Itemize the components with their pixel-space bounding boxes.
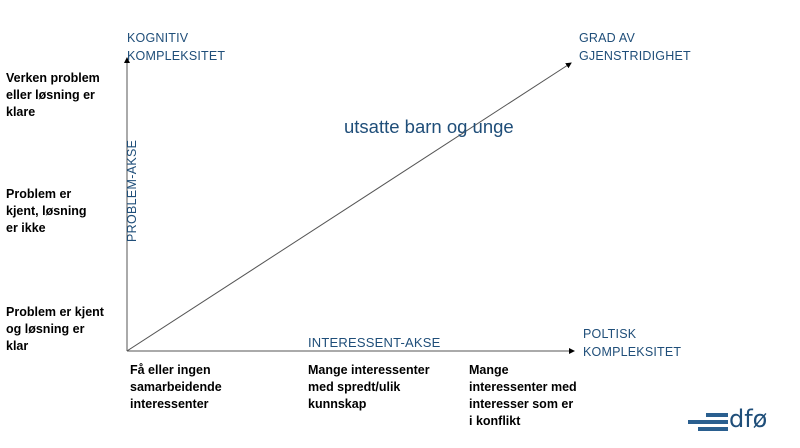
x-level-line: med spredt/ulik	[308, 380, 401, 394]
diagonal-axis-line	[126, 62, 572, 352]
y-axis-top-label: KOGNITIV KOMPLEKSITET	[127, 29, 225, 65]
y-level-line: eller løsning er	[6, 88, 95, 102]
y-axis-top-label-line: KOMPLEKSITET	[127, 49, 226, 63]
y-level-line: Verken problem	[6, 71, 100, 85]
logo-text: dfø	[729, 405, 768, 433]
y-level-line: Problem er	[6, 187, 72, 201]
x-level-line: Mange interessenter	[308, 363, 430, 377]
x-level-line: Få eller ingen	[130, 363, 211, 377]
diagonal-axis-label-line: GJENSTRIDIGHET	[579, 49, 691, 63]
diagonal-axis-label-line: GRAD AV	[579, 31, 636, 45]
logo-bars-icon	[688, 413, 728, 433]
x-level-mid: Mange interessenter med spredt/ulik kunn…	[308, 362, 430, 413]
interessent-axis-name: INTERESSENT-AKSE	[308, 335, 441, 350]
x-axis-right-label-line: KOMPLEKSITET	[583, 345, 682, 359]
diagonal-axis-label: GRAD AV GJENSTRIDIGHET	[579, 29, 691, 65]
x-level-line: interessenter	[130, 397, 209, 411]
x-level-line: samarbeidende	[130, 380, 222, 394]
y-level-line: klar	[6, 339, 29, 353]
y-level-line: kjent, løsning	[6, 204, 87, 218]
y-level-high: Verken problem eller løsning er klare	[6, 70, 100, 121]
x-level-line: interesser som er	[469, 397, 574, 411]
y-level-line: Problem er kjent	[6, 305, 104, 319]
dfo-logo: dfø	[688, 405, 778, 438]
y-level-low: Problem er kjent og løsning er klar	[6, 304, 104, 355]
y-level-line: og løsning er	[6, 322, 85, 336]
x-level-high: Mange interessenter med interesser som e…	[469, 362, 577, 430]
y-level-line: klare	[6, 105, 36, 119]
problem-axis-name: PROBLEM-AKSE	[125, 139, 139, 242]
y-level-mid: Problem er kjent, løsning er ikke	[6, 186, 87, 237]
x-level-line: i konflikt	[469, 414, 521, 428]
y-level-line: er ikke	[6, 221, 46, 235]
x-level-line: Mange	[469, 363, 509, 377]
y-axis-top-label-line: KOGNITIV	[127, 31, 189, 45]
x-axis-right-label: POLTISK KOMPLEKSITET	[583, 325, 681, 361]
x-level-line: kunnskap	[308, 397, 367, 411]
x-axis-right-label-line: POLTISK	[583, 327, 637, 341]
x-level-low: Få eller ingen samarbeidende interessent…	[130, 362, 222, 413]
centre-title: utsatte barn og unge	[344, 116, 514, 137]
x-level-line: interessenter med	[469, 380, 577, 394]
